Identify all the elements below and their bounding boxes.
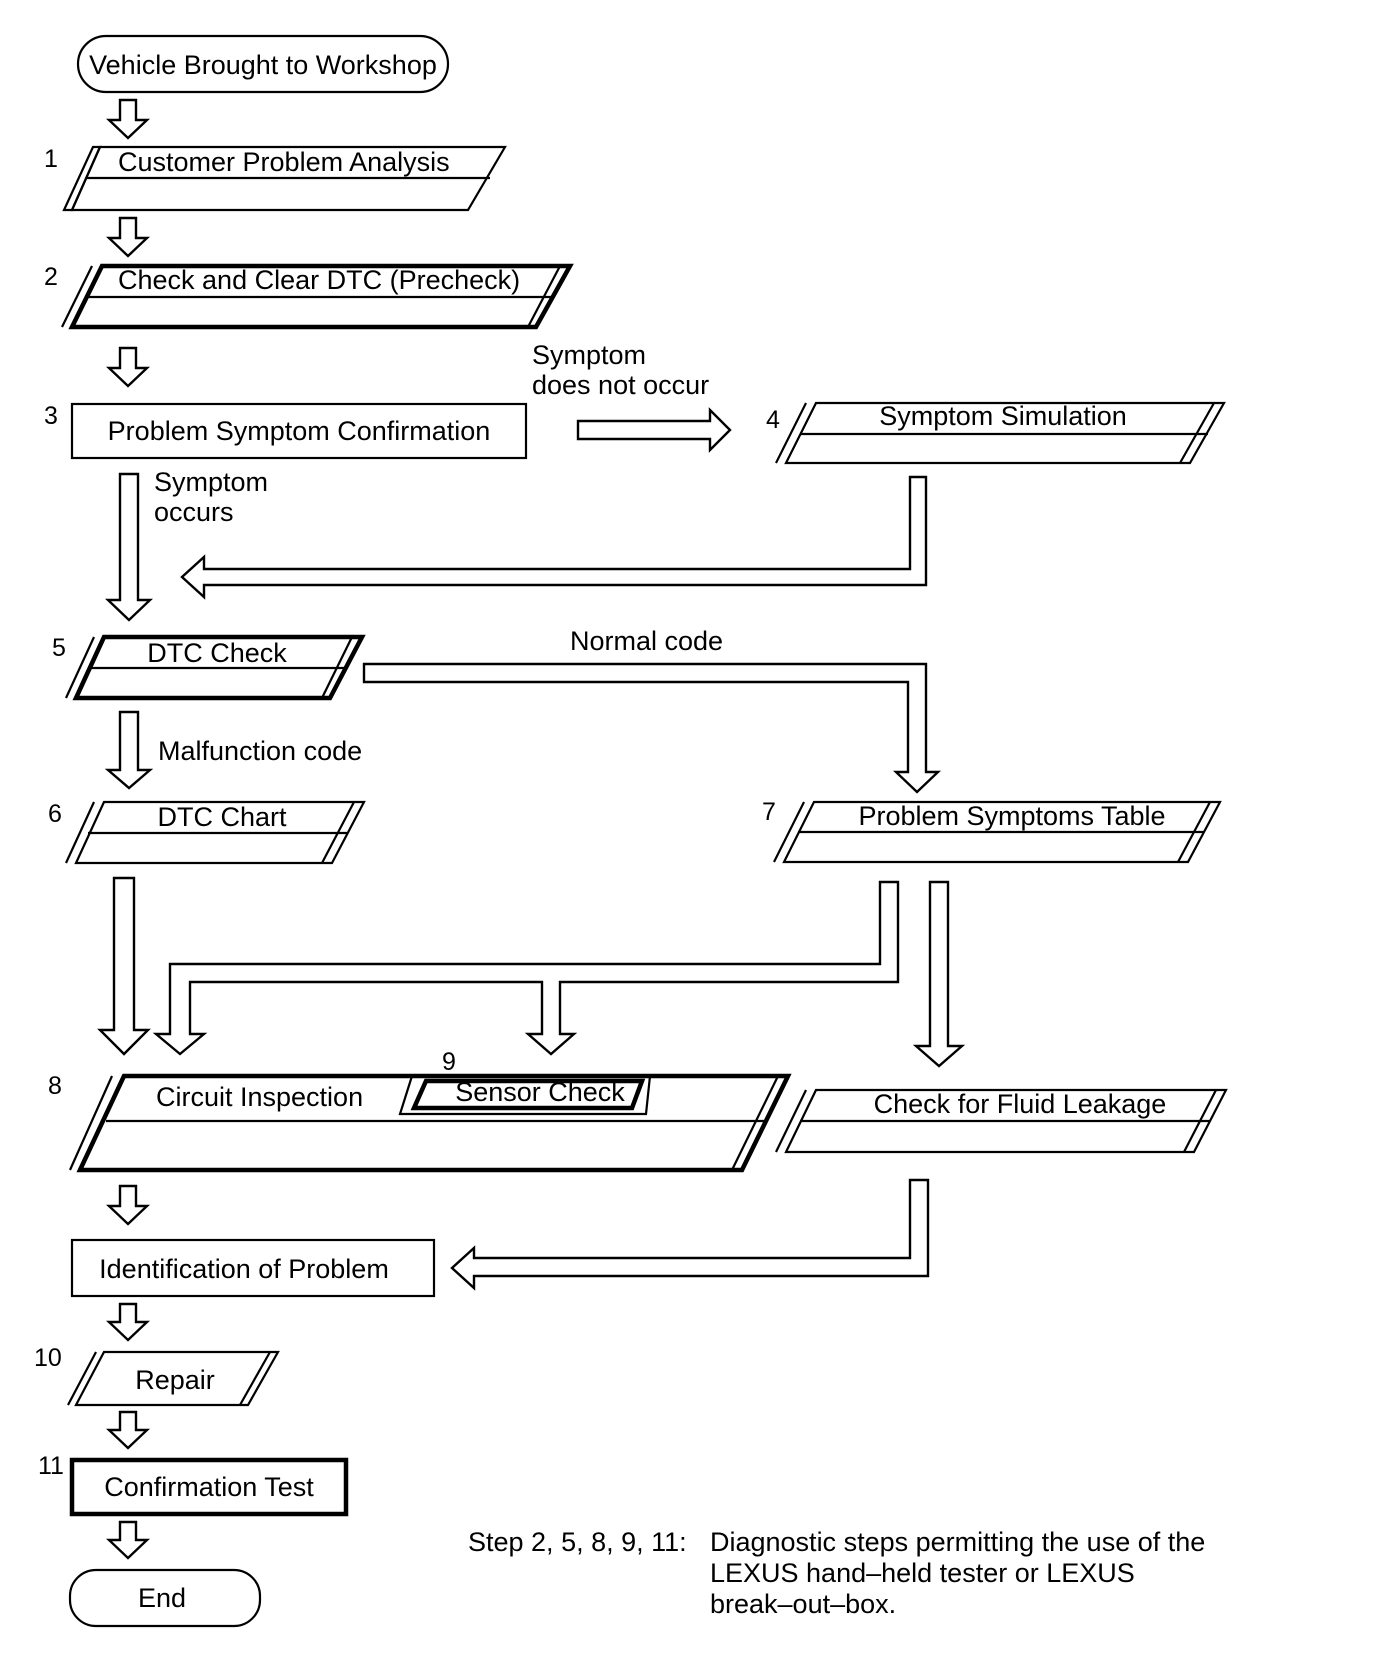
process-shape (70, 402, 528, 460)
edge-label-malfunction-code: Malfunction code (158, 736, 362, 766)
start-label: Vehicle Brought to Workshop (89, 50, 437, 80)
step8-label: Circuit Inspection (156, 1082, 363, 1112)
parallelogram-edge (775, 1089, 807, 1153)
step11-number: 11 (38, 1452, 64, 1480)
process-shape (70, 1238, 436, 1298)
footnote: Step 2, 5, 8, 9, 11: Diagnostic steps pe… (468, 1527, 1205, 1619)
parallelogram-shape (782, 800, 1222, 864)
node-step1: 1 Customer Problem Analysis (44, 145, 507, 212)
footnote-prefix: Step 2, 5, 8, 9, 11: (468, 1527, 687, 1557)
step3-number: 3 (44, 402, 58, 430)
step4-number: 4 (766, 406, 780, 434)
identify-label: Identification of Problem (99, 1254, 389, 1284)
parallelogram-shape (784, 401, 1226, 465)
arrow-down-identify-to-10 (105, 1302, 151, 1342)
inset-bracket (398, 1074, 652, 1116)
arrow-down-3 (105, 346, 151, 388)
footnote-line2: LEXUS hand–held tester or LEXUS (710, 1558, 1135, 1588)
step8-number: 8 (48, 1072, 62, 1100)
parallelogram-edge (65, 801, 95, 864)
parallelogram-shape (74, 800, 366, 865)
node-step8: 8 Circuit Inspection (48, 1072, 792, 1173)
parallelogram-edge (62, 145, 102, 212)
parallelogram-edge (67, 1351, 97, 1406)
step4-label: Symptom Simulation (879, 401, 1127, 431)
step7-label: Problem Symptoms Table (858, 801, 1165, 831)
edge-label-symptom-occurs-2: occurs (154, 497, 234, 527)
footnote-line3: break–out–box. (710, 1589, 896, 1619)
node-step4: 4 Symptom Simulation (766, 401, 1226, 465)
footnote-line1: Diagnostic steps permitting the use of t… (710, 1527, 1205, 1557)
parallelogram-shape (784, 1088, 1228, 1154)
edge-label-symptom-not-occur-1: Symptom (532, 340, 646, 370)
step3-label: Problem Symptom Confirmation (108, 416, 491, 446)
step2-number: 2 (44, 263, 58, 291)
node-step10: 10 Repair (34, 1344, 280, 1407)
step1-number: 1 (44, 145, 58, 173)
edge-label-symptom-not-occur-2: does not occur (532, 370, 709, 400)
fluid-leakage-label: Check for Fluid Leakage (874, 1089, 1167, 1119)
step2-label: Check and Clear DTC (Precheck) (118, 265, 520, 295)
parallelogram-shape (74, 1350, 280, 1407)
node-identify: Identification of Problem (70, 1238, 436, 1298)
arrow-5-to-7 (362, 662, 941, 794)
node-step2: 2 Check and Clear DTC (Precheck) (44, 263, 574, 330)
arrow-fluid-to-identify (450, 1178, 930, 1291)
node-step11: 11 Confirmation Test (38, 1452, 349, 1517)
step5-label: DTC Check (147, 638, 287, 668)
arrow-down-11-to-end (105, 1520, 151, 1560)
step5-number: 5 (52, 634, 66, 662)
arrow-return-4-to-main (180, 475, 928, 600)
step9-number: 9 (442, 1048, 456, 1076)
node-step7: 7 Problem Symptoms Table (762, 798, 1222, 864)
node-end: End (68, 1568, 262, 1628)
arrow-down-8-to-identify (105, 1184, 151, 1226)
parallelogram-edge (773, 801, 805, 863)
node-step3: 3 Problem Symptom Confirmation (44, 402, 528, 460)
node-step5: 5 DTC Check (52, 634, 366, 701)
node-start: Vehicle Brought to Workshop (76, 34, 450, 94)
end-label: End (138, 1583, 186, 1613)
step9-label: Sensor Check (455, 1077, 625, 1107)
arrow-down-6-to-8 (97, 876, 151, 1056)
node-step6: 6 DTC Chart (48, 800, 366, 865)
arrow-down-1 (105, 98, 151, 140)
inset-shape (410, 1078, 646, 1111)
parallelogram-shape (72, 634, 366, 701)
terminator-shape (76, 34, 450, 94)
parallelogram-edge (731, 1075, 779, 1171)
parallelogram-shape (68, 263, 574, 330)
step7-number: 7 (762, 798, 776, 826)
edge-label-normal-code: Normal code (570, 626, 723, 656)
arrow-7-to-fluid (912, 880, 966, 1068)
arrow-7-to-8-and-9 (152, 880, 900, 1056)
node-step9: 9 Sensor Check (398, 1048, 652, 1116)
parallelogram-edge (68, 1075, 114, 1171)
arrow-down-2 (105, 216, 151, 258)
step10-label: Repair (135, 1365, 215, 1395)
arrow-right-3-to-4 (576, 407, 732, 453)
parallelogram-edge (775, 402, 807, 464)
step10-number: 10 (34, 1344, 62, 1372)
step6-number: 6 (48, 800, 62, 828)
parallelogram-edge (65, 636, 95, 699)
terminator-shape (68, 1568, 262, 1628)
parallelogram-edge (239, 1351, 271, 1406)
step6-label: DTC Chart (157, 802, 287, 832)
arrow-down-5-to-6 (104, 710, 154, 790)
node-fluid-leakage: Check for Fluid Leakage (775, 1088, 1228, 1154)
step1-label: Customer Problem Analysis (118, 147, 450, 177)
arrow-down-10-to-11 (105, 1410, 151, 1450)
parallelogram-edge (61, 265, 93, 328)
edge-label-symptom-occurs-1: Symptom (154, 467, 268, 497)
process-shape (69, 1457, 349, 1517)
arrow-down-3-to-5 (105, 472, 153, 622)
step11-label: Confirmation Test (104, 1472, 314, 1502)
